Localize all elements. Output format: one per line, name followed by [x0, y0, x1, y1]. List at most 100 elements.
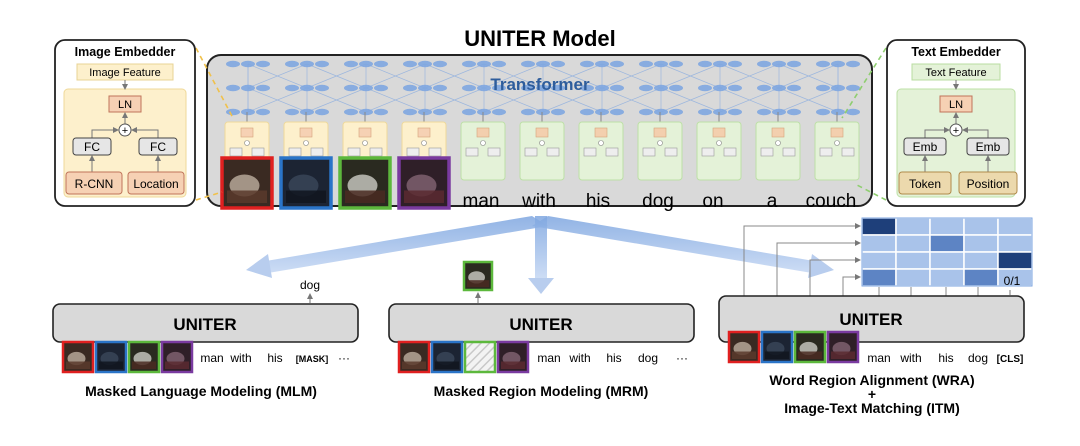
mrm-region-1	[397, 340, 431, 374]
alignment-cell	[895, 268, 931, 287]
alignment-cell	[929, 251, 965, 270]
transformer-node	[477, 60, 491, 68]
region-image-1	[220, 156, 274, 210]
transformer-node	[698, 84, 712, 92]
transformer-node	[492, 108, 506, 116]
transformer-node	[846, 84, 860, 92]
region-image-3	[338, 156, 392, 210]
main-title: UNITER Model	[464, 26, 616, 51]
transformer-node	[610, 84, 624, 92]
mrm-model-label: UNITER	[509, 315, 572, 334]
image-fc-right: FC	[150, 140, 166, 154]
transformer-node	[256, 108, 270, 116]
transformer-network	[226, 60, 860, 116]
mlm-token-with: with	[229, 351, 251, 365]
transformer-node	[595, 60, 609, 68]
transformer-node	[344, 108, 358, 116]
mrm-token-man: man	[537, 351, 560, 365]
alignment-cell	[963, 251, 999, 270]
alignment-cell	[861, 217, 897, 236]
wra-token-man: man	[867, 351, 890, 365]
token-dog: dog	[642, 191, 674, 212]
transformer-node	[551, 108, 565, 116]
transformer-node	[846, 108, 860, 116]
transformer-node	[713, 60, 727, 68]
task-fanout-arrows	[246, 216, 834, 294]
transformer-node	[639, 84, 653, 92]
token-man: man	[463, 191, 500, 212]
transformer-node	[241, 60, 255, 68]
text-feature-label: Text Feature	[925, 67, 986, 79]
transformer-node	[580, 84, 594, 92]
mrm-caption: Masked Region Modeling (MRM)	[434, 383, 649, 399]
position-input-label: Position	[967, 177, 1010, 191]
text-embedding-column	[519, 121, 565, 181]
transformer-node	[418, 108, 432, 116]
image-ln-label: LN	[118, 99, 132, 111]
mrm-token-more: ···	[676, 351, 688, 365]
alignment-cell	[895, 234, 931, 253]
transformer-node	[713, 108, 727, 116]
transformer-node	[359, 84, 373, 92]
transformer-node	[816, 108, 830, 116]
transformer-node	[433, 108, 447, 116]
transformer-node	[462, 60, 476, 68]
transformer-node	[462, 84, 476, 92]
text-embedding-column	[637, 121, 683, 181]
transformer-node	[492, 60, 506, 68]
transformer-node	[344, 84, 358, 92]
mlm-region-4	[160, 340, 194, 374]
transformer-node	[300, 60, 314, 68]
mlm-region-1	[61, 340, 95, 374]
alignment-cell	[861, 268, 897, 287]
transformer-node	[403, 84, 417, 92]
token-on: on	[702, 191, 723, 212]
transformer-node	[521, 108, 535, 116]
itm-output: 0/1	[1004, 274, 1021, 288]
task-wra-itm: UNITER 0/1 man with his dog [CLS] Word R…	[718, 217, 1033, 416]
mlm-output: dog	[300, 278, 320, 292]
transformer-node	[433, 84, 447, 92]
transformer-node	[285, 84, 299, 92]
transformer-node	[728, 84, 742, 92]
mrm-region-2	[430, 340, 464, 374]
embedder-connectors	[195, 47, 887, 201]
transformer-node	[713, 84, 727, 92]
mlm-region-2	[94, 340, 128, 374]
token-his: his	[586, 191, 610, 212]
mlm-token-mask: [MASK]	[296, 354, 329, 364]
wra-token-his: his	[938, 351, 953, 365]
mrm-region-images	[397, 340, 530, 374]
alignment-cell	[929, 268, 965, 287]
transformer-node	[492, 84, 506, 92]
transformer-node	[521, 60, 535, 68]
mrm-token-dog: dog	[638, 351, 658, 365]
transformer-node	[816, 60, 830, 68]
transformer-node	[536, 108, 550, 116]
transformer-node	[462, 108, 476, 116]
transformer-node	[285, 108, 299, 116]
wra-region-1	[727, 330, 761, 364]
main-token-row: man with his dog on a couch	[463, 191, 857, 212]
token-input-label: Token	[909, 177, 941, 191]
mlm-token-his: his	[267, 351, 282, 365]
transformer-node	[757, 60, 771, 68]
alignment-cell	[963, 217, 999, 236]
transformer-node	[521, 84, 535, 92]
transformer-node	[477, 84, 491, 92]
alignment-cell	[963, 234, 999, 253]
transformer-node	[757, 108, 771, 116]
alignment-cell	[929, 217, 965, 236]
text-embedding-column	[696, 121, 742, 181]
transformer-node	[359, 60, 373, 68]
mlm-model-label: UNITER	[173, 315, 236, 334]
wra-token-dog: dog	[968, 351, 988, 365]
text-embedder: Text Embedder Text Feature LN + Emb Emb …	[886, 39, 1026, 207]
transformer-node	[551, 60, 565, 68]
transformer-node	[477, 108, 491, 116]
alignment-matrix	[861, 217, 1033, 287]
image-add-sign: +	[122, 125, 128, 137]
image-feature-label: Image Feature	[89, 67, 161, 79]
alignment-cell	[895, 217, 931, 236]
